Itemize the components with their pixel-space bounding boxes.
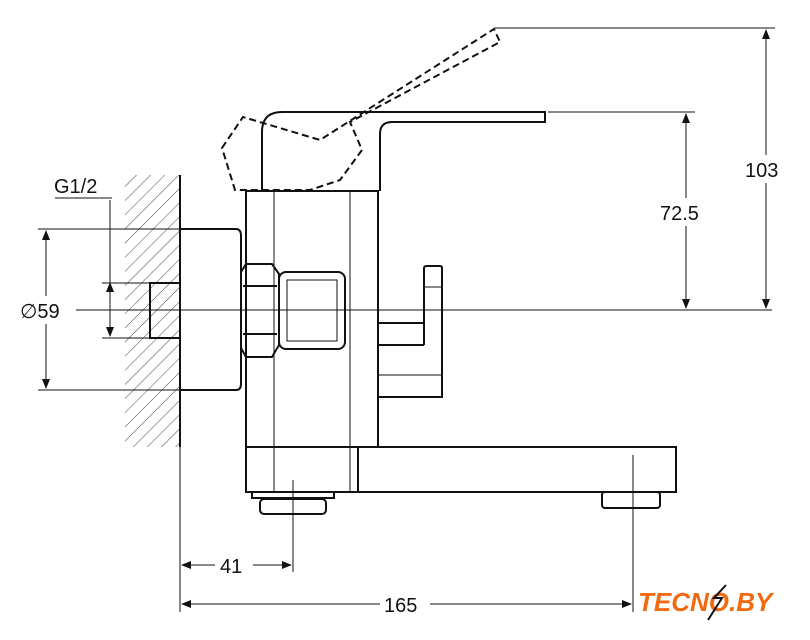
connector [278,271,346,350]
dimension-103: 103 [494,27,790,309]
dimension-72-5: 72.5 [548,111,717,309]
tecno-by-logo: TECNO.BY [638,584,775,621]
lever-handle [261,111,546,191]
hex-nut [240,263,280,358]
logo-text: TECNO.BY [638,587,775,617]
dimension-165: 165 [181,560,634,617]
dimension-label: ∅59 [20,301,60,323]
dimension-label: 72.5 [660,203,699,225]
dimension-label: 103 [745,160,778,182]
lever-handle-raised [220,27,502,191]
dimension-thread: G1/2 [54,176,150,339]
wall [125,175,181,447]
pipe-stub [149,282,181,339]
dimension-41: 41 [179,447,292,612]
dimension-diameter: ∅59 [18,228,235,391]
spout [245,446,677,560]
dimension-label: 165 [384,595,417,617]
diverter-handle [378,265,443,398]
dimension-label: 41 [220,556,242,578]
dimension-label: G1/2 [54,176,97,198]
spout-aerator [601,491,661,509]
bottom-outlet [251,480,335,572]
